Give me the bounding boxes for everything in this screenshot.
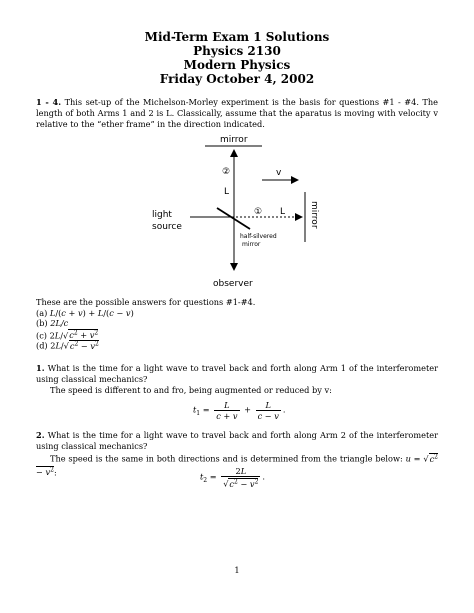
right-mirror-label: mirror bbox=[309, 201, 319, 229]
question-2-text: What is the time for a light wave to tra… bbox=[36, 430, 438, 451]
page-number: 1 bbox=[234, 565, 240, 575]
question-2-label: 2. bbox=[36, 430, 45, 440]
question-2: 2. What is the time for a light wave to … bbox=[36, 430, 438, 452]
answer-b-label: (b) bbox=[36, 318, 48, 328]
half-silvered-mirror bbox=[216, 207, 251, 230]
answer-b-value: 2L/c bbox=[50, 318, 69, 328]
arm1-number: ① bbox=[254, 207, 262, 217]
question-1-text: What is the time for a light wave to tra… bbox=[36, 363, 438, 384]
half-silvered-label: half-silvered bbox=[240, 233, 277, 240]
answer-b: (b) 2L/c bbox=[36, 318, 255, 329]
arm2-number: ② bbox=[222, 167, 230, 177]
answer-d-label: (d) bbox=[36, 340, 48, 351]
answer-a-label: (a) bbox=[36, 307, 48, 318]
question-1-label: 1. bbox=[36, 363, 45, 373]
answer-a: (a) L/(c + v) + L/(c − v) bbox=[36, 307, 134, 318]
light-label: light bbox=[152, 210, 172, 220]
observer-label: observer bbox=[213, 279, 253, 289]
equation-t2: t2 = 2L√c2 − v2. bbox=[200, 466, 265, 489]
arm2-length-label: L bbox=[224, 187, 229, 197]
question-2-explanation-text: The speed is the same in both directions… bbox=[50, 453, 403, 464]
velocity-label: v bbox=[276, 168, 282, 178]
answer-c: (c) 2L/√c2 + v2 bbox=[36, 329, 99, 341]
question-1: 1. What is the time for a light wave to … bbox=[36, 363, 438, 385]
course-name: Modern Physics bbox=[183, 58, 291, 72]
half-silvered-mirror-label: mirror bbox=[242, 241, 261, 248]
top-mirror-label: mirror bbox=[220, 135, 248, 145]
question-2-explanation: The speed is the same in both directions… bbox=[36, 452, 438, 478]
answer-list: These are the possible answers for quest… bbox=[36, 297, 256, 351]
arm1-length-label: L bbox=[280, 207, 285, 217]
intro-text: This set-up of the Michelson-Morley expe… bbox=[36, 97, 439, 129]
course-number: Physics 2130 bbox=[193, 44, 281, 58]
answers-intro: These are the possible answers for quest… bbox=[36, 297, 256, 307]
intro-paragraph: 1 - 4. This set-up of the Michelson-Morl… bbox=[36, 97, 438, 130]
exam-title: Mid-Term Exam 1 Solutions bbox=[144, 30, 330, 44]
source-label: source bbox=[152, 222, 182, 232]
exam-date: Friday October 4, 2002 bbox=[159, 72, 315, 86]
answer-c-label: (c) bbox=[36, 330, 47, 341]
intro-label: 1 - 4. bbox=[36, 97, 62, 107]
question-1-explanation: The speed is different to and fro, being… bbox=[50, 385, 332, 395]
answer-d: (d) 2L/√c2 − v2 bbox=[36, 339, 99, 351]
